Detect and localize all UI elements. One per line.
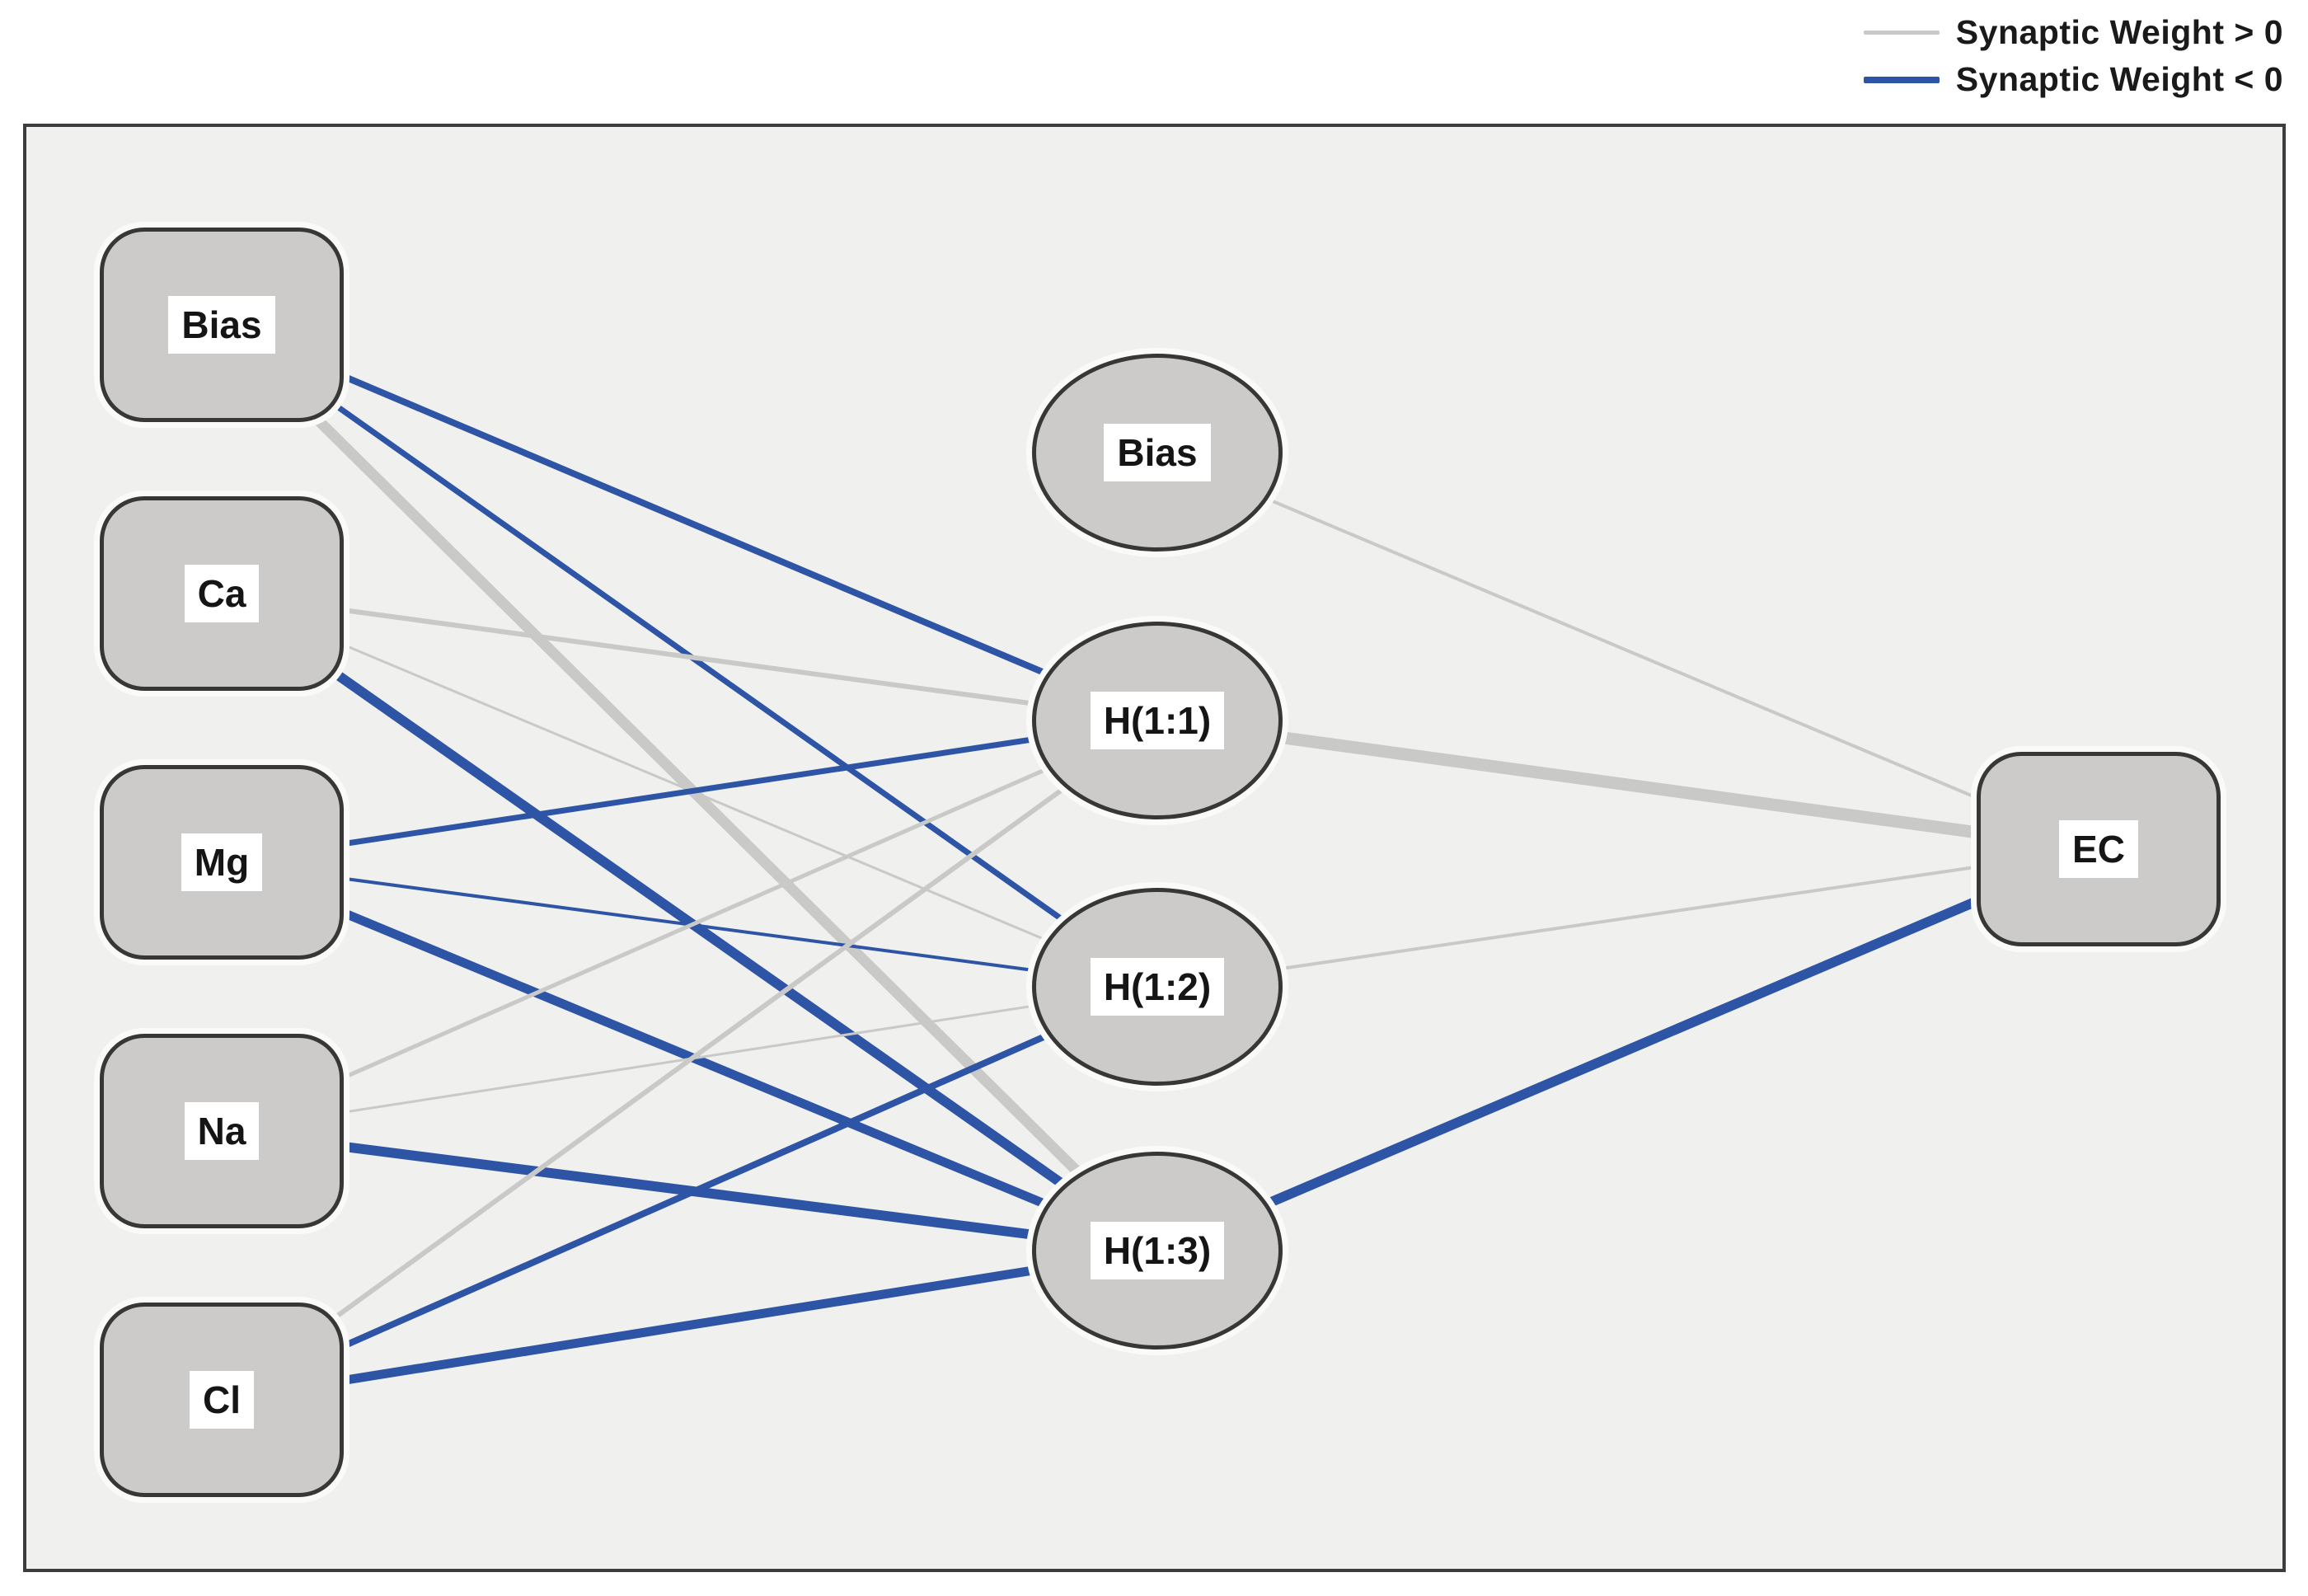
legend: Synaptic Weight > 0 Synaptic Weight < 0 [1863, 13, 2283, 99]
edge-in-mg-to-h-1-3 [219, 857, 1160, 1256]
node-in-cl-label: Cl [190, 1370, 254, 1429]
node-in-na-label: Na [184, 1101, 260, 1161]
node-in-mg: Mg [100, 765, 344, 960]
node-in-bias: Bias [100, 228, 344, 422]
positive-weight-line-swatch [1863, 31, 1940, 35]
node-h-1-1-label: H(1:1) [1090, 691, 1225, 750]
node-h-1-2: H(1:2) [1032, 888, 1283, 1086]
edge-h-bias-to-out-ec [1156, 451, 2099, 851]
node-in-ca-label: Ca [184, 564, 260, 623]
edge-in-cl-to-h-1-1 [220, 718, 1159, 1402]
node-h-1-1: H(1:1) [1032, 622, 1283, 819]
node-in-ca: Ca [100, 496, 344, 691]
edge-in-cl-to-h-1-3 [221, 1246, 1158, 1405]
node-h-bias-label: Bias [1104, 423, 1211, 482]
node-in-bias-label: Bias [168, 295, 275, 354]
legend-row-positive: Synaptic Weight > 0 [1863, 13, 2283, 52]
node-h-1-2-label: H(1:2) [1090, 957, 1225, 1016]
legend-row-negative: Synaptic Weight < 0 [1863, 60, 2283, 99]
node-h-1-3-label: H(1:3) [1090, 1221, 1225, 1280]
node-in-mg-label: Mg [181, 833, 263, 892]
node-h-1-3: H(1:3) [1032, 1152, 1283, 1350]
node-in-cl: Cl [100, 1303, 344, 1497]
legend-label-negative: Synaptic Weight < 0 [1955, 60, 2283, 98]
edge-in-ca-to-h-1-3 [218, 589, 1161, 1255]
edge-in-ca-to-h-1-1 [221, 591, 1158, 723]
negative-weight-line-swatch [1863, 76, 1940, 83]
edge-in-bias-to-h-1-1 [220, 322, 1159, 724]
legend-label-positive: Synaptic Weight > 0 [1955, 13, 2283, 51]
edge-in-bias-to-h-1-3 [218, 321, 1161, 1255]
edge-in-mg-to-h-1-1 [221, 717, 1158, 866]
node-out-ec-label: EC [2059, 819, 2138, 879]
node-out-ec: EC [1977, 752, 2221, 946]
edge-in-na-to-h-1-1 [220, 718, 1159, 1134]
edge-h-1-2-to-out-ec [1156, 847, 2099, 988]
connections-layer [218, 321, 2101, 1405]
node-in-na: Na [100, 1034, 344, 1228]
node-h-bias: Bias [1032, 354, 1283, 552]
edge-h-1-1-to-out-ec [1156, 714, 2100, 856]
edge-h-1-3-to-out-ec [1155, 844, 2101, 1256]
edge-in-cl-to-h-1-2 [220, 983, 1159, 1403]
